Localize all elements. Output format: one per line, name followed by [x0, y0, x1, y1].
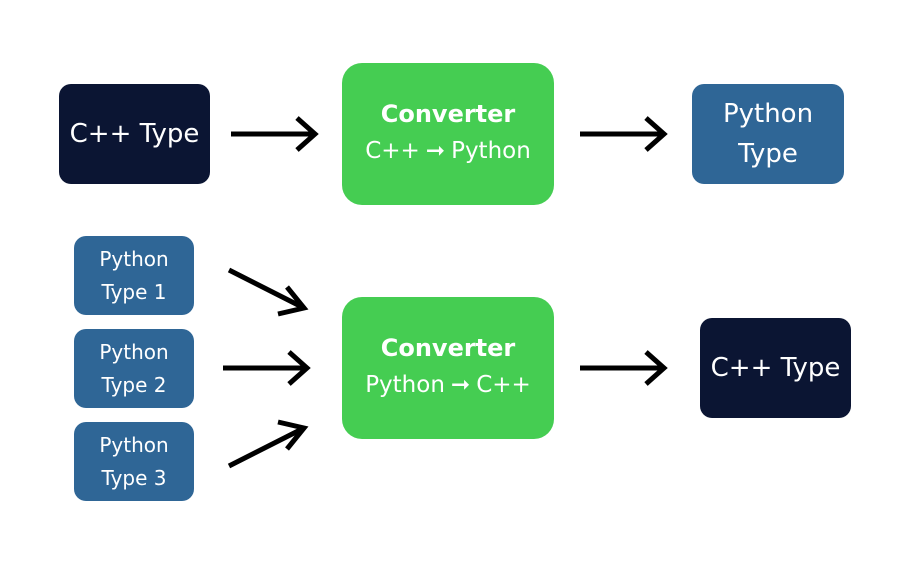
arrow-python-type-1-to-converter	[227, 267, 309, 317]
converter-python-to-cpp-box: Converter Python➞C++	[342, 297, 554, 439]
python-type-2-line2: Type 2	[101, 372, 167, 397]
converter-direction: C++➞Python	[365, 131, 531, 171]
arrow-python-type-3-to-converter	[227, 419, 309, 469]
converter-to: C++	[476, 372, 531, 398]
right-arrow-icon: ➞	[450, 372, 471, 398]
cpp-type-source-label: C++ Type	[69, 119, 200, 149]
converter-cpp-to-python-box: Converter C++➞Python	[342, 63, 554, 205]
converter-title: Converter	[380, 100, 516, 128]
converter-to: Python	[451, 138, 531, 164]
arrow-cpp-to-converter	[231, 116, 319, 152]
python-type-3-line1: Python	[99, 432, 169, 457]
python-type-1-line2: Type 1	[101, 279, 167, 304]
python-type-target-box: Python Type	[692, 84, 844, 184]
right-arrow-icon: ➞	[425, 138, 446, 164]
python-type-2-box: Python Type 2	[74, 329, 194, 408]
python-type-3-line2: Type 3	[101, 465, 167, 490]
converter-direction: Python➞C++	[365, 365, 531, 405]
python-type-3-box: Python Type 3	[74, 422, 194, 501]
cpp-type-source-box: C++ Type	[59, 84, 210, 184]
arrow-converter-to-cpp	[580, 350, 668, 386]
cpp-type-target-box: C++ Type	[700, 318, 851, 418]
python-type-target-line1: Python	[722, 99, 814, 129]
cpp-type-target-label: C++ Type	[710, 353, 841, 383]
converter-from: Python	[365, 372, 445, 398]
python-type-1-box: Python Type 1	[74, 236, 194, 315]
arrow-python-type-2-to-converter	[223, 350, 311, 386]
arrow-converter-to-python	[580, 116, 668, 152]
python-type-1-line1: Python	[99, 246, 169, 271]
converter-from: C++	[365, 138, 420, 164]
python-type-target-line2: Type	[738, 139, 798, 169]
python-type-2-line1: Python	[99, 339, 169, 364]
converter-title: Converter	[380, 334, 516, 362]
